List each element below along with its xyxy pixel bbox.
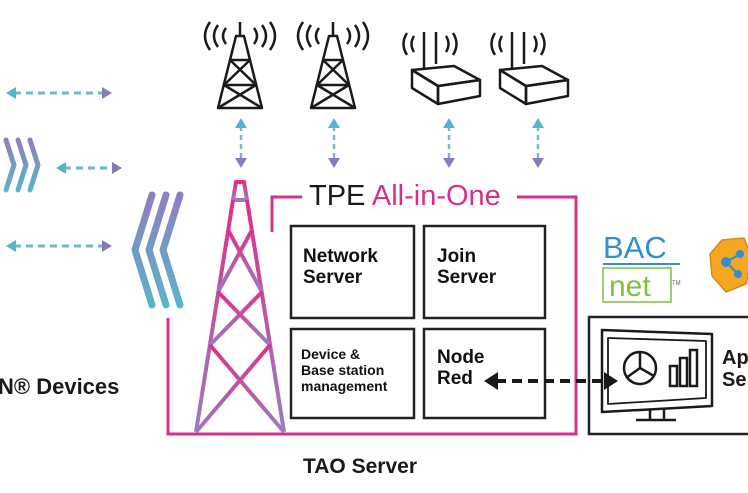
bacnet-logo: BAC net TM bbox=[602, 230, 681, 303]
all-in-one-title: TPE All-in-One bbox=[309, 180, 501, 213]
device-management-label: Device & Base station management bbox=[301, 346, 388, 395]
device-link-arrow-2 bbox=[56, 162, 122, 174]
device-link-arrow-1 bbox=[6, 87, 112, 99]
gateway-router-icon bbox=[490, 32, 570, 106]
tower-signal-waves-icon bbox=[131, 191, 184, 309]
join-server-label: Join Server bbox=[437, 246, 497, 288]
tao-server-label: TAO Server bbox=[303, 455, 417, 478]
svg-text:BAC: BAC bbox=[603, 230, 667, 265]
node-red-box bbox=[422, 327, 547, 420]
uplink-arrows bbox=[235, 118, 544, 168]
device-management-box bbox=[289, 327, 416, 420]
node-red-label: Node Red bbox=[437, 347, 485, 389]
svg-text:TM: TM bbox=[672, 281, 681, 287]
network-server-label: Network Server bbox=[303, 246, 378, 288]
base-station-tower-icon bbox=[194, 174, 286, 434]
radio-tower-icon bbox=[296, 21, 370, 110]
application-server-label: Ap Se bbox=[722, 347, 748, 391]
title-prefix: TPE bbox=[309, 180, 366, 212]
devices-label: N® Devices bbox=[0, 374, 120, 399]
radio-tower-icon bbox=[203, 21, 277, 110]
application-server-box bbox=[587, 315, 748, 436]
all-in-one-frame bbox=[166, 195, 578, 436]
join-server-box bbox=[422, 224, 547, 320]
svg-text:net: net bbox=[609, 270, 651, 303]
device-link-arrow-3 bbox=[6, 240, 112, 252]
title-suffix: All-in-One bbox=[371, 180, 501, 212]
node-red-app-link-arrow bbox=[484, 372, 618, 390]
gateway-router-icon bbox=[402, 32, 482, 106]
node-red-logo-icon bbox=[709, 237, 748, 293]
network-server-box bbox=[289, 224, 416, 320]
device-signal-waves-icon bbox=[3, 137, 41, 193]
pie-chart-icon bbox=[622, 350, 658, 386]
bar-chart-icon bbox=[668, 348, 699, 388]
